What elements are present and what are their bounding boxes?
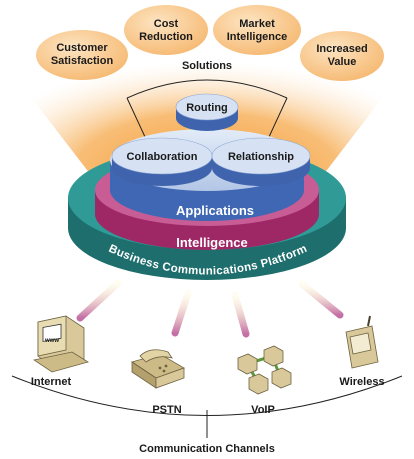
outcome-customer-satisfaction: Customer Satisfaction	[36, 30, 128, 80]
intelligence-label: Intelligence	[176, 235, 248, 250]
svg-text:Value: Value	[328, 56, 357, 68]
module-routing: Routing	[175, 93, 239, 131]
voip-network-icon	[237, 345, 292, 395]
outcome-cost-reduction: Cost Reduction	[124, 5, 208, 55]
communication-channels-heading: Communication Channels	[139, 443, 275, 455]
channel-rays	[76, 279, 344, 338]
channel-internet-label: Internet	[31, 376, 72, 388]
svg-text:Reduction: Reduction	[139, 31, 193, 43]
outcome-market-intelligence: Market Intelligence	[213, 5, 301, 55]
svg-text:www: www	[44, 338, 59, 344]
internet-computer-icon: www	[32, 315, 89, 373]
channel-voip-label: VoIP	[251, 404, 275, 416]
svg-text:Customer: Customer	[56, 42, 108, 54]
svg-text:Relationship: Relationship	[228, 151, 294, 163]
applications-label: Applications	[176, 203, 254, 218]
solutions-heading: Solutions	[182, 60, 232, 72]
channel-pstn-label: PSTN	[152, 404, 181, 416]
channel-wireless-label: Wireless	[339, 376, 384, 388]
svg-text:Cost: Cost	[154, 18, 179, 30]
svg-text:Collaboration: Collaboration	[127, 151, 198, 163]
wireless-phone-icon	[345, 315, 379, 369]
svg-text:Routing: Routing	[186, 102, 228, 114]
svg-text:Increased: Increased	[316, 43, 367, 55]
svg-text:Satisfaction: Satisfaction	[51, 55, 114, 67]
svg-text:Intelligence: Intelligence	[227, 31, 288, 43]
svg-text:Market: Market	[239, 18, 275, 30]
pstn-phone-icon	[131, 349, 185, 389]
outcome-increased-value: Increased Value	[300, 31, 384, 81]
module-collaboration: Collaboration	[111, 137, 213, 186]
module-relationship: Relationship	[211, 137, 311, 186]
